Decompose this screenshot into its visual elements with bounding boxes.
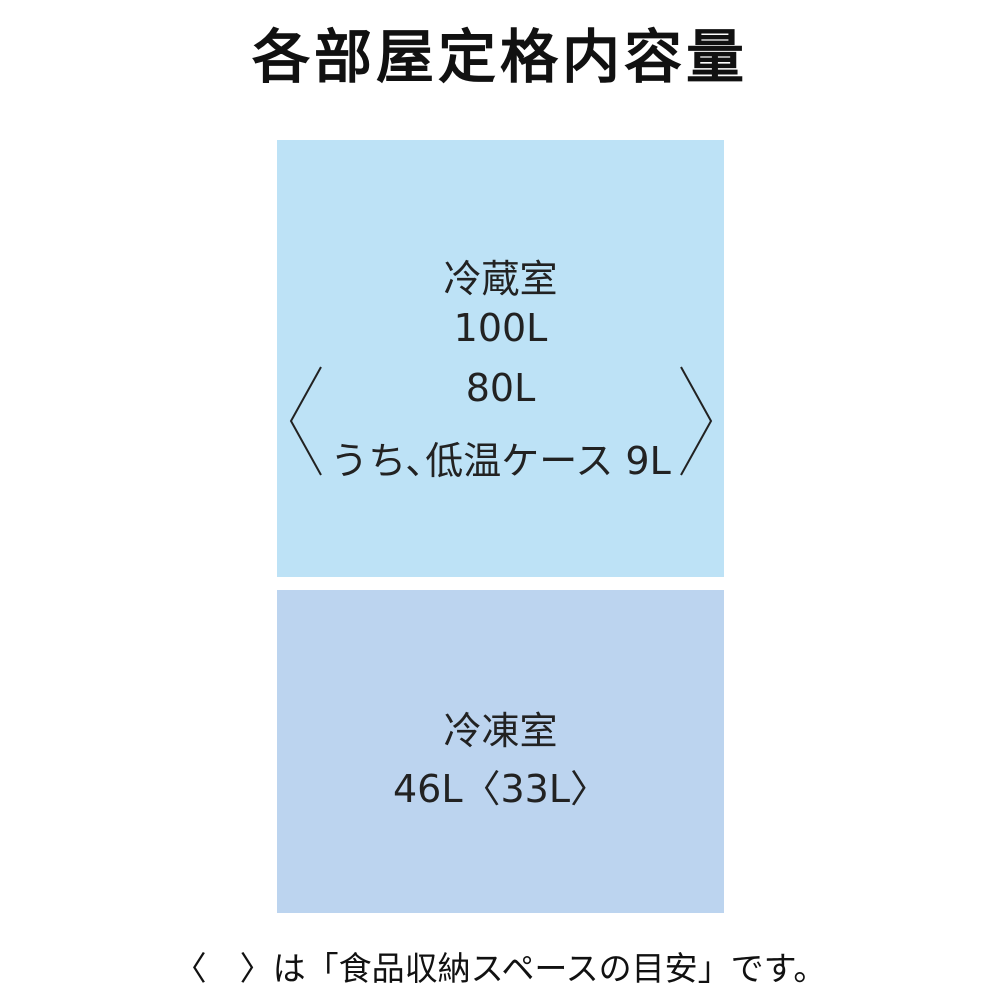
- freezer-capacity: 46L〈33L〉: [392, 767, 609, 811]
- fridge-storage-capacity: 80L: [465, 366, 536, 410]
- page-title: 各部屋定格内容量: [251, 23, 748, 91]
- right-bracket-icon: [680, 366, 713, 476]
- fridge-rated-capacity: 100L: [453, 306, 548, 350]
- left-bracket-icon: [289, 366, 322, 476]
- fridge-low-temp-case: うち､低温ケース 9L: [330, 439, 671, 483]
- fridge-compartment: 冷蔵室 100L 80L うち､低温ケース 9L: [277, 140, 724, 577]
- footnote: 〈 〉は「食品収納スペースの目安」です。: [173, 949, 827, 988]
- freezer-name: 冷凍室: [443, 709, 558, 753]
- fridge-name: 冷蔵室: [443, 257, 558, 301]
- freezer-compartment: 冷凍室 46L〈33L〉: [277, 590, 724, 913]
